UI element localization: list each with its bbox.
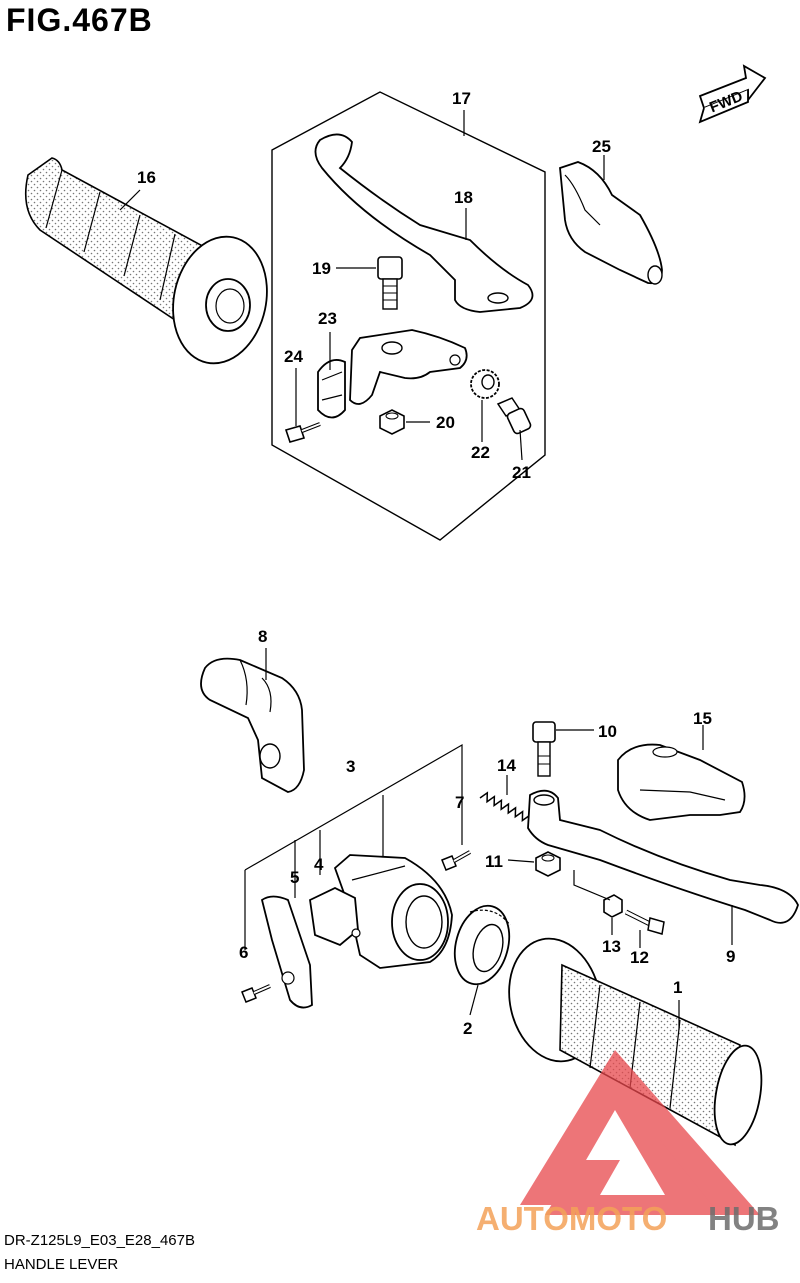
watermark-text: AUTOMOTO HUB bbox=[476, 1200, 780, 1237]
pivot-bolt-icon bbox=[532, 721, 556, 777]
throttle-housing-set-icon bbox=[333, 854, 453, 969]
callout-10: 10 bbox=[598, 722, 617, 741]
callout-8: 8 bbox=[258, 627, 267, 646]
throttle-housing-inner-icon bbox=[309, 886, 361, 947]
nut-icon bbox=[535, 851, 561, 877]
callout-24: 24 bbox=[284, 347, 303, 366]
lock-nut-icon bbox=[470, 369, 500, 399]
callout-15: 15 bbox=[693, 709, 712, 728]
callout-7: 7 bbox=[455, 793, 464, 812]
brake-lever-icon bbox=[527, 789, 799, 924]
screw-icon bbox=[441, 850, 471, 871]
screw-icon bbox=[284, 422, 321, 443]
lever-holder-icon bbox=[349, 329, 468, 405]
clutch-lever-icon bbox=[314, 133, 534, 313]
callout-25: 25 bbox=[592, 137, 611, 156]
boot-cover-icon bbox=[200, 657, 305, 793]
callout-22: 22 bbox=[471, 443, 490, 462]
callout-19: 19 bbox=[312, 259, 331, 278]
callout-6: 6 bbox=[239, 943, 248, 962]
callout-3: 3 bbox=[346, 757, 355, 776]
holder-clamp-icon bbox=[317, 359, 346, 419]
adjuster-bolt-icon bbox=[496, 397, 532, 435]
throttle-cable-drum-icon bbox=[453, 904, 511, 986]
callout-4: 4 bbox=[314, 855, 324, 874]
screw-icon bbox=[624, 909, 665, 935]
lever-cover-icon bbox=[559, 161, 663, 285]
callout-5: 5 bbox=[290, 868, 299, 887]
lever-cover-icon bbox=[617, 743, 746, 821]
left-grip-icon bbox=[24, 157, 268, 365]
callout-12: 12 bbox=[630, 948, 649, 967]
callout-16: 16 bbox=[137, 168, 156, 187]
callout-18: 18 bbox=[454, 188, 473, 207]
right-grip-icon bbox=[508, 937, 763, 1147]
callout-23: 23 bbox=[318, 309, 337, 328]
callout-13: 13 bbox=[602, 937, 621, 956]
leader-lines bbox=[119, 110, 733, 1030]
callout-2: 2 bbox=[463, 1019, 472, 1038]
nut-icon bbox=[603, 894, 623, 918]
screw-icon bbox=[241, 984, 271, 1003]
callout-21: 21 bbox=[512, 463, 531, 482]
watermark-text-automoto: AUTOMOTO bbox=[476, 1200, 667, 1237]
clutch-lever-assembly-outline bbox=[271, 91, 546, 541]
throttle-housing-set-bracket bbox=[244, 743, 463, 950]
spring-icon bbox=[479, 791, 531, 825]
callout-1: 1 bbox=[673, 978, 682, 997]
fwd-direction-badge: FWD bbox=[698, 64, 767, 124]
pivot-bolt-icon bbox=[377, 256, 403, 310]
callout-9: 9 bbox=[726, 947, 735, 966]
callout-17: 17 bbox=[452, 89, 471, 108]
watermark-text-hub: HUB bbox=[708, 1200, 780, 1237]
callout-20: 20 bbox=[436, 413, 455, 432]
figure-title: FIG.467B bbox=[6, 2, 153, 38]
figure-name: HANDLE LEVER bbox=[4, 1256, 119, 1273]
figure-code: DR-Z125L9_E03_E28_467B bbox=[4, 1232, 195, 1249]
callout-11: 11 bbox=[485, 852, 503, 871]
callout-14: 14 bbox=[497, 756, 516, 775]
nut-icon bbox=[379, 409, 405, 435]
throttle-cover-icon bbox=[260, 895, 313, 1009]
watermark-logo-icon bbox=[520, 1050, 760, 1215]
